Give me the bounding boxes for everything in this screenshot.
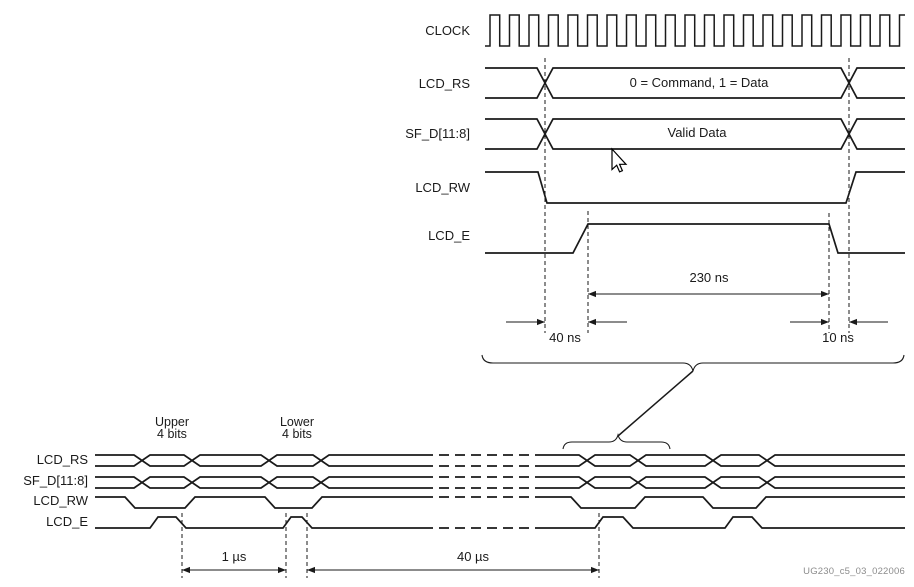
inter-pulse-dim-arrowhead — [278, 566, 286, 574]
timing-label-hold: 10 ns — [822, 330, 854, 345]
lcd-rs-bus-overview-right — [538, 454, 905, 467]
timing-label-inter-pulse: 1 µs — [221, 549, 247, 564]
bus-annotation-sf-d: Valid Data — [667, 125, 727, 140]
zoom-connector-line — [617, 370, 694, 437]
lcd-rw-waveform-detail — [485, 171, 905, 204]
sf-d-bus-detail — [485, 118, 905, 150]
enable-pulse-dim-arrowhead — [588, 290, 596, 298]
lcd-rw-waveform-overview-right — [538, 496, 905, 509]
nibble-label-lower-line1: Lower — [279, 415, 315, 429]
nibble-label-upper: Upper 4 bits — [154, 415, 190, 441]
signal-label-lcd-rw: LCD_RW — [415, 180, 470, 195]
enable-pulse-dim-arrowhead — [821, 290, 829, 298]
brace-overview-region — [562, 433, 671, 450]
figure-watermark: UG230_c5_03_022006 — [803, 566, 905, 577]
sf-d-bus-overview-left — [95, 476, 423, 489]
sf-d-bus-overview-left — [95, 476, 423, 489]
signal-label-clock: CLOCK — [425, 23, 470, 38]
timing-label-enable-pulse: 230 ns — [689, 270, 729, 285]
nibble-label-upper-line1: Upper — [154, 415, 190, 429]
lcd-rs-bus-detail — [485, 67, 905, 99]
clock-waveform — [485, 14, 905, 47]
lcd-rs-bus-overview-left — [95, 454, 423, 467]
brace-detail-region — [481, 354, 905, 372]
overview-signal-label-lcd-e: LCD_E — [46, 514, 88, 529]
lcd-e-waveform-overview-left — [95, 516, 423, 529]
nibble-label-upper-line2: 4 bits — [157, 426, 187, 441]
overview-signal-label-lcd-rw: LCD_RW — [33, 493, 88, 508]
hold-dim-right-arrowhead — [849, 318, 857, 326]
signal-label-sf-d: SF_D[11:8] — [405, 126, 470, 141]
setup-dim-left-arrowhead — [537, 318, 545, 326]
inter-pulse-dim-arrowhead — [182, 566, 190, 574]
lcd-rw-waveform-overview-left — [95, 496, 423, 509]
signal-label-lcd-e: LCD_E — [428, 228, 470, 243]
timing-label-inter-command: 40 µs — [456, 549, 490, 564]
inter-command-dim-arrowhead — [307, 566, 315, 574]
inter-command-dim-arrowhead — [591, 566, 599, 574]
hold-dim-left-arrowhead — [821, 318, 829, 326]
nibble-label-lower: Lower 4 bits — [279, 415, 315, 441]
nibble-label-lower-line2: 4 bits — [282, 426, 312, 441]
sf-d-bus-detail — [485, 118, 905, 150]
overview-signal-label-sf-d: SF_D[11:8] — [23, 473, 88, 488]
mouse-cursor — [611, 147, 628, 173]
lcd-e-waveform-overview-right — [538, 516, 905, 529]
overview-signal-label-lcd-rs: LCD_RS — [36, 452, 88, 467]
lcd-rs-bus-overview-left — [95, 454, 423, 467]
setup-dim-right-arrowhead — [588, 318, 596, 326]
lcd-e-waveform-detail — [485, 223, 905, 254]
lcd-rs-bus-detail — [485, 67, 905, 99]
timing-label-setup: 40 ns — [549, 330, 581, 345]
sf-d-bus-overview-right — [538, 476, 905, 489]
signal-label-lcd-rs: LCD_RS — [418, 76, 470, 91]
bus-annotation-lcd-rs: 0 = Command, 1 = Data — [629, 75, 769, 90]
